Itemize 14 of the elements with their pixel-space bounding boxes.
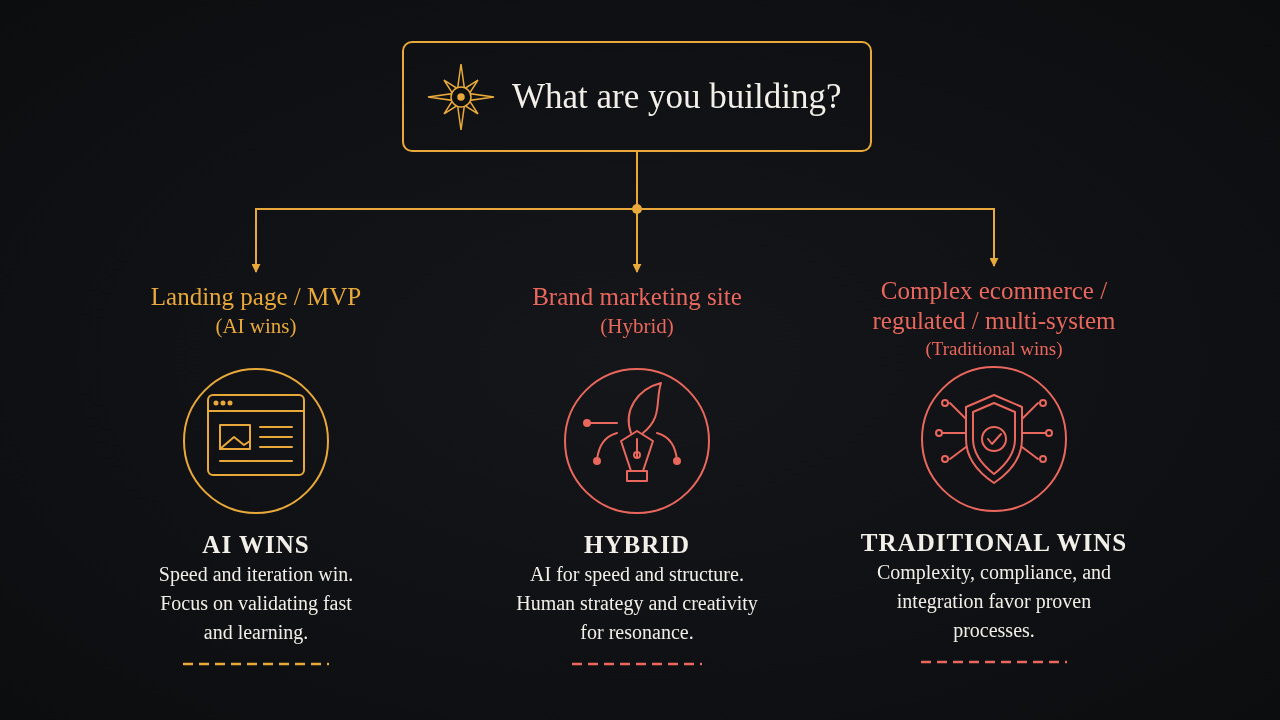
option-subtitle: (Traditional wins) xyxy=(925,337,1063,361)
verdict-title: TRADITIONAL WINS xyxy=(860,528,1128,558)
question-box xyxy=(402,41,872,152)
question-text: What are you building? xyxy=(512,76,842,117)
verdict-title: AI WINS xyxy=(202,530,310,560)
option-subtitle: (Hybrid) xyxy=(600,313,674,340)
option-heading: Landing page / MVP xyxy=(150,282,362,312)
option-heading: Brand marketing site xyxy=(532,282,742,312)
verdict-title: HYBRID xyxy=(584,530,690,560)
option-subtitle: (AI wins) xyxy=(215,313,297,340)
verdict-description: Complexity, compliance, and integration favor proven processes. xyxy=(875,560,1113,644)
option-heading: Complex ecommerce / regulated / multi-system xyxy=(871,276,1117,336)
verdict-description: AI for speed and structure. Human strategy and creativity for resonance. xyxy=(515,562,759,645)
verdict-description: Speed and iteration win. Focus on validating fast and learning. xyxy=(157,562,355,646)
